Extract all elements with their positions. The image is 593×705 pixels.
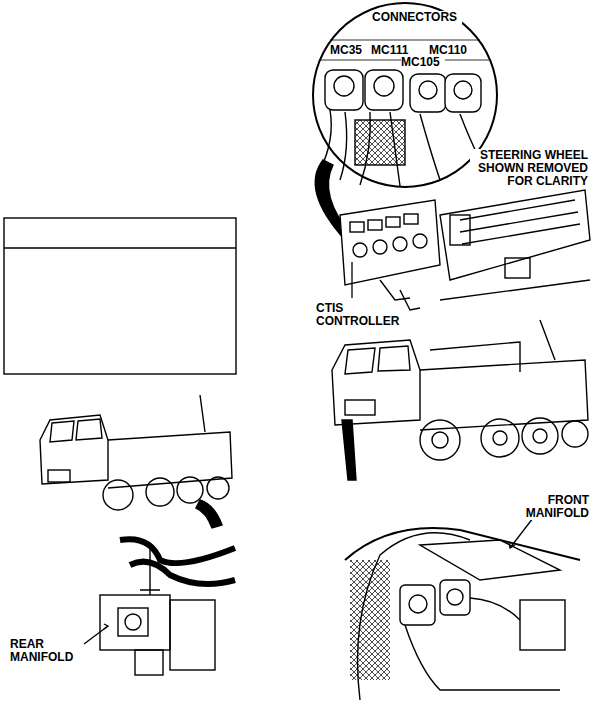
- dashboard: [340, 190, 590, 310]
- truck: [40, 395, 232, 510]
- front-manifold: [345, 528, 580, 700]
- part-name: CTIS CONTROLLER: [316, 302, 404, 328]
- leader-lines: [84, 262, 533, 644]
- callout-title: CONNECTORS: [372, 11, 462, 24]
- connector-id: MC35: [330, 44, 370, 57]
- note-box: [4, 218, 236, 374]
- part-name: REAR MANIFOLD: [10, 638, 82, 664]
- connector-plugs: [320, 40, 490, 186]
- rear-manifold: [100, 539, 235, 675]
- part-name: FRONT MANIFOLD: [523, 494, 589, 520]
- truck: [332, 320, 588, 460]
- note-label: STEERING WHEEL SHOWN REMOVED FOR CLARITY: [470, 149, 588, 188]
- connector-id: MC105: [401, 56, 445, 69]
